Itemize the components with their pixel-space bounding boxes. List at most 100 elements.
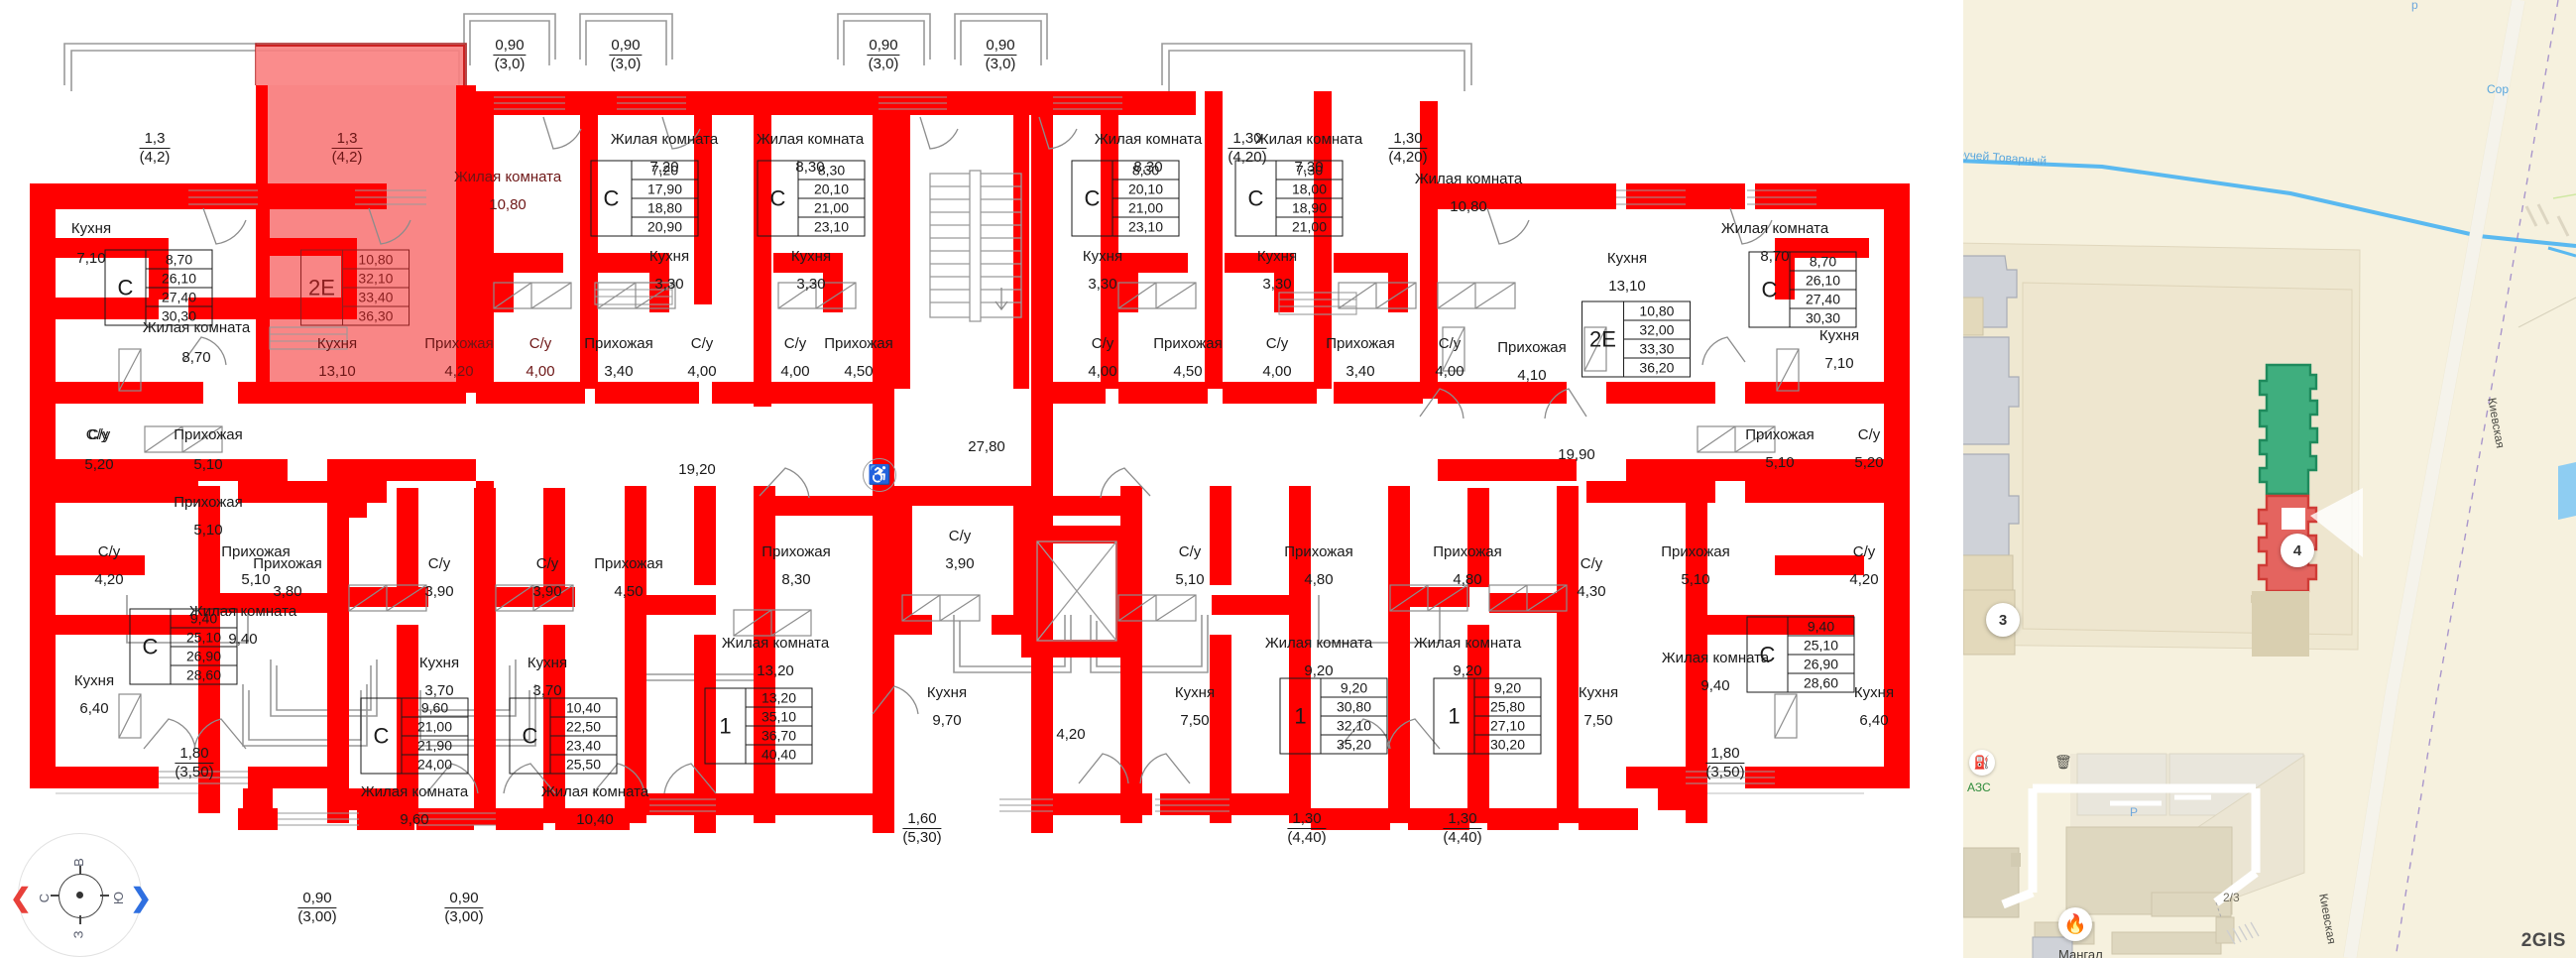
accessible-icon: ♿ [863,458,896,492]
apartment-spec[interactable]: 1 9,20 25,80 27,10 30,20 [1433,677,1542,755]
apartment-spec[interactable]: 1 13,20 35,10 36,70 40,40 [704,687,813,765]
room-label: Кухня [1174,684,1216,701]
room-area: 9,70 [932,712,962,729]
map-pin-3[interactable]: 3 [1986,603,2020,637]
map-label-gas-station[interactable]: АЗС [1967,780,1991,794]
room-label: Кухня [70,220,112,237]
room-area: 7,10 [76,250,106,267]
room-area: 4,30 [1577,583,1606,600]
apartment-type: C [131,609,172,684]
apartment-spec[interactable]: C 8,30 20,10 21,00 23,10 [757,160,866,237]
room-area: 4,00 [526,363,555,380]
room-area: 4,20 [94,571,124,588]
room-label: С/у [690,335,714,352]
room-label: Прихожая [1433,543,1502,560]
room-area: 10,80 [489,196,527,213]
room-area: 7,20 [649,159,679,176]
room-label: Прихожая [1326,335,1395,352]
room-label: С/у [1438,335,1462,352]
room-area: 5,20 [1854,454,1884,471]
balcony-dimension: 0,90 (3,0) [493,37,527,72]
balcony-dimension: 1,80 (3,50) [175,745,214,780]
room-label: С/у [97,543,121,560]
room-label: Прихожая [1661,543,1730,560]
room-label: Прихожая [1497,339,1567,356]
apartment-spec[interactable]: C 9,60 21,00 21,90 24,00 [360,697,469,775]
room-label: Прихожая [174,426,243,443]
room-area: 8,30 [781,571,811,588]
apartment-spec-highlighted[interactable]: 2E 10,80 32,10 33,40 36,30 [300,249,410,326]
room-label: С/у [948,528,972,544]
room-label: Кухня [1818,327,1860,344]
balcony-dimension: 1,80 (3,50) [1705,745,1745,780]
room-label: С/у [87,426,111,443]
room-label: С/у [85,426,109,443]
room-area: 10,80 [1450,198,1487,215]
room-area: 8,30 [1133,159,1163,176]
room-label: Жилая комната [360,783,469,800]
room-area: 3,80 [273,583,302,600]
apartment-spec[interactable]: C 9,40 25,10 26,90 28,60 [1746,616,1855,693]
apartment-type: C [1236,161,1277,236]
room-area: 4,50 [1173,363,1203,380]
room-label: С/у [535,555,559,572]
room-area: 3,40 [604,363,634,380]
apartment-type: 1 [1435,678,1475,754]
balcony-dimension: 1,3 (4,2) [331,130,363,166]
room-label: Кухня [316,335,358,352]
room-label: Прихожая [824,335,893,352]
room-area: 3,40 [1346,363,1375,380]
room-label: Кухня [648,248,690,265]
room-area: 4,50 [614,583,644,600]
room-label: С/у [427,555,451,572]
apartment-type: C [1748,617,1789,692]
room-area: 5,10 [1175,571,1205,588]
apartment-type: C [106,250,147,325]
map-pin-4[interactable]: 4 [2281,534,2314,567]
map-panel[interactable]: ручей Товарный Сор Киевская Киевская АЗС… [1963,0,2576,958]
room-area: 3,30 [1262,276,1292,293]
dimension-label: 19,20 [678,461,716,478]
fuel-pump-icon[interactable]: ⛽ [1969,750,1995,776]
map-label-water-2: Сор [2487,82,2510,96]
room-area: 8,30 [795,159,825,176]
apartment-spec[interactable]: C 7,30 18,00 18,90 21,00 [1234,160,1344,237]
compass-tick [100,895,109,897]
room-area: 13,10 [318,363,356,380]
apartment-spec[interactable]: 2E 10,80 32,00 33,30 36,20 [1581,300,1691,378]
apartment-spec[interactable]: C 8,70 26,10 27,40 30,30 [1748,251,1857,328]
compass-label-north: С [37,893,53,903]
flame-icon[interactable]: 🔥 [2058,907,2092,941]
floor-plan-panel[interactable]: 1,3 (4,2) 1,3 (4,2) 0,90 (3,0) 0,90 (3,0… [0,0,1963,958]
room-label: Жилая комната [1720,220,1829,237]
balcony-dimension: 1,30 (4,40) [1443,810,1482,846]
room-area: 4,20 [444,363,474,380]
apartment-spec[interactable]: 1 9,20 30,80 32,10 35,20 [1279,677,1388,755]
room-area: 13,10 [1608,278,1646,295]
prev-floor-arrow[interactable]: ❮ [10,883,32,912]
room-area: 4,50 [844,363,874,380]
apartment-spec[interactable]: C 8,30 20,10 21,00 23,10 [1071,160,1180,237]
trash-icon: 🗑 [2054,754,2072,770]
room-label: С/у [1091,335,1114,352]
next-floor-arrow[interactable]: ❯ [130,883,152,912]
apartment-spec[interactable]: C 7,20 17,90 18,80 20,90 [590,160,699,237]
room-area: 6,40 [1859,712,1889,729]
balcony-dimension: 0,90 (3,00) [297,890,337,925]
room-label: Жилая комната [721,635,830,652]
room-label: С/у [1857,426,1881,443]
room-label: Жилая комната [610,131,719,148]
map-label-mangal[interactable]: Мангал [2058,947,2103,958]
apartment-spec[interactable]: C 10,40 22,50 23,40 25,50 [509,697,618,775]
map-label-house-number: 2/3 [2223,891,2240,904]
apartment-type: C [511,698,551,774]
room-label: Прихожая [1153,335,1223,352]
apartment-spec[interactable]: C 8,70 26,10 27,40 30,30 [104,249,213,326]
room-area: 9,20 [1453,662,1482,679]
compass-rose[interactable]: В З С Ю ❮ ❯ [10,833,152,957]
room-area: 4,00 [1088,363,1117,380]
apartment-spec[interactable]: C 9,40 25,10 26,90 28,60 [129,608,238,685]
room-area: 9,40 [228,631,258,648]
room-area: 3,90 [532,583,562,600]
